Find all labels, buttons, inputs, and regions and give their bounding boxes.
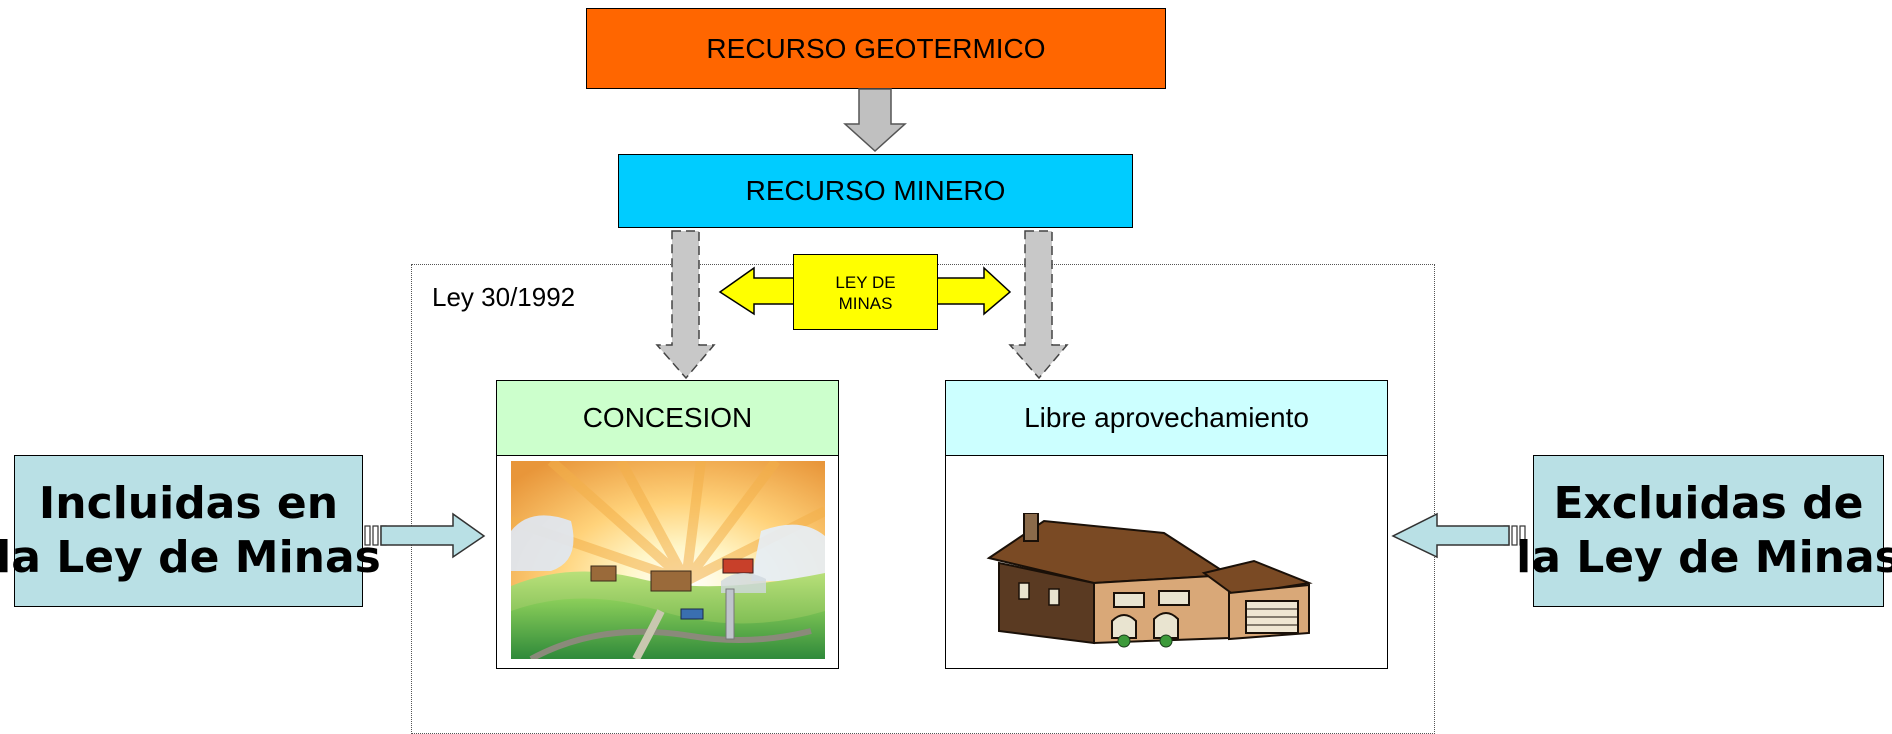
recurso-minero-box: RECURSO MINERO (618, 154, 1133, 228)
ley-30-1992-label: Ley 30/1992 (432, 282, 576, 312)
excluidas-line-1: Excluidas de (1553, 478, 1864, 529)
arrow-incluidas-to-concesion (364, 512, 486, 559)
ley-de-minas-box: LEY DE MINAS (793, 254, 938, 330)
excluidas-box: Excluidas de la Ley de Minas (1516, 455, 1892, 607)
sunrise-landscape-illustration (511, 461, 825, 659)
ley-de-minas-line-2: MINAS (838, 294, 893, 313)
arrow-minero-to-concesion (655, 230, 716, 380)
libre-aprovechamiento-header: Libre aprovechamiento (946, 381, 1387, 456)
house-illustration (986, 513, 1313, 648)
incluidas-box: Incluidas en la Ley de Minas (0, 455, 381, 607)
recurso-geotermico-box: RECURSO GEOTERMICO (586, 8, 1166, 89)
excluidas-line-2: la Ley de Minas (1516, 532, 1892, 583)
concesion-panel: CONCESION (496, 380, 839, 669)
incluidas-line-1: Incluidas en (38, 478, 339, 529)
arrow-minero-to-libre (1008, 230, 1069, 380)
libre-aprovechamiento-panel: Libre aprovechamiento (945, 380, 1388, 669)
arrow-geotermico-to-minero (843, 88, 907, 153)
incluidas-line-2: la Ley de Minas (0, 532, 381, 583)
ley-de-minas-line-1: LEY DE (835, 273, 896, 292)
recurso-minero-label: RECURSO MINERO (745, 175, 1006, 206)
concesion-header: CONCESION (497, 381, 838, 456)
recurso-geotermico-label: RECURSO GEOTERMICO (706, 32, 1046, 64)
arrow-excluidas-to-libre (1391, 512, 1526, 559)
